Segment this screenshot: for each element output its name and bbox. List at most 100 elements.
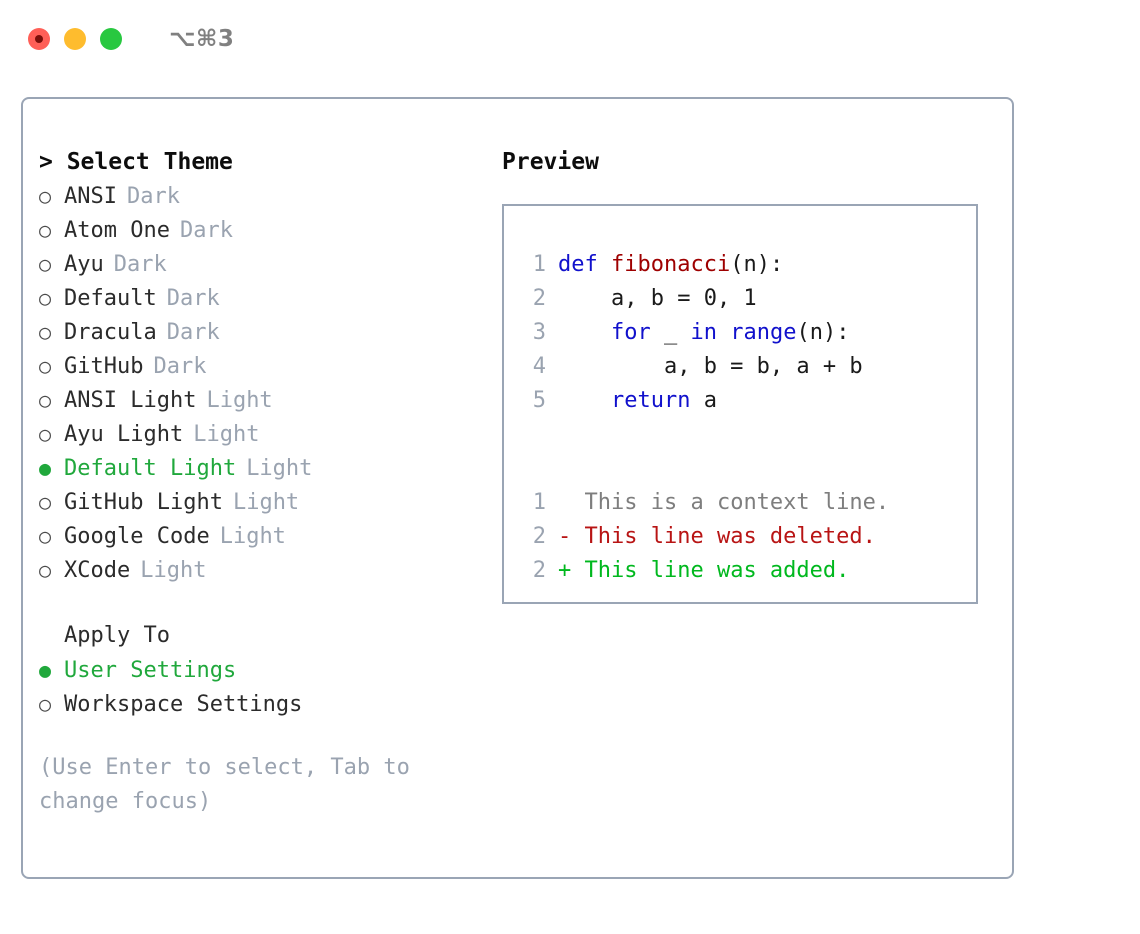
diff-text: This line was added. bbox=[584, 558, 850, 583]
theme-variant-tag: Dark bbox=[166, 320, 220, 345]
apply-to-label: Workspace Settings bbox=[64, 692, 303, 717]
theme-variant-tag: Light bbox=[140, 558, 207, 583]
radio-icon[interactable]: ○ bbox=[39, 320, 52, 344]
theme-list-item[interactable]: ○ XCode Light bbox=[39, 553, 489, 587]
apply-to-option-workspace-settings[interactable]: ○ Workspace Settings bbox=[39, 687, 489, 721]
code-text: a, b = b, a + b bbox=[558, 354, 863, 379]
theme-variant-tag: Dark bbox=[166, 286, 220, 311]
theme-list-item[interactable]: ○ ANSI Light Light bbox=[39, 383, 489, 417]
diff-marker: + bbox=[558, 558, 585, 583]
theme-name: Default Light bbox=[64, 456, 237, 481]
apply-to-option-user-settings[interactable]: ● User Settings bbox=[39, 653, 489, 687]
keyboard-hint-text: (Use Enter to select, Tab to change focu… bbox=[39, 755, 410, 814]
radio-icon[interactable]: ○ bbox=[39, 558, 52, 582]
radio-icon[interactable]: ○ bbox=[39, 524, 52, 548]
radio-icon[interactable]: ○ bbox=[39, 692, 52, 716]
code-text: return a bbox=[558, 384, 717, 418]
section-spacer bbox=[39, 587, 489, 619]
code-plain: (n): bbox=[730, 252, 784, 277]
code-keyword: for bbox=[610, 320, 651, 345]
theme-list-item-selected[interactable]: ● Default Light Light bbox=[39, 451, 489, 485]
minimize-window-icon[interactable] bbox=[64, 28, 86, 50]
radio-icon[interactable]: ○ bbox=[39, 218, 52, 242]
theme-selector-panel: > Select Theme ○ ANSI Dark ○ Atom One Da… bbox=[21, 97, 1014, 879]
code-line: 1 def fibonacci(n): bbox=[504, 248, 976, 282]
theme-name: Ayu bbox=[64, 252, 104, 277]
theme-list-item[interactable]: ○ Dracula Dark bbox=[39, 315, 489, 349]
theme-name: ANSI bbox=[64, 184, 117, 209]
theme-variant-tag: Dark bbox=[179, 218, 233, 243]
radio-icon-selected[interactable]: ● bbox=[39, 456, 52, 480]
theme-list-item[interactable]: ○ ANSI Dark bbox=[39, 179, 489, 213]
preview-box: 1 def fibonacci(n): 2 a, b = 0, 1 3 for … bbox=[502, 204, 978, 604]
theme-variant-tag: Light bbox=[246, 456, 313, 481]
radio-icon[interactable]: ○ bbox=[39, 286, 52, 310]
theme-variant-tag: Light bbox=[193, 422, 260, 447]
code-builtin: range bbox=[730, 320, 797, 345]
code-plain: (n): bbox=[796, 320, 850, 345]
theme-name: GitHub Light bbox=[64, 490, 223, 515]
theme-list-item[interactable]: ○ Default Dark bbox=[39, 281, 489, 315]
radio-icon-selected[interactable]: ● bbox=[39, 658, 52, 682]
radio-icon[interactable]: ○ bbox=[39, 354, 52, 378]
line-number: 5 bbox=[532, 388, 546, 413]
code-line: 5 return a bbox=[504, 384, 976, 418]
theme-name: Dracula bbox=[64, 320, 157, 345]
code-function-name: fibonacci bbox=[610, 252, 731, 277]
code-text: for _ in range(n): bbox=[558, 316, 849, 350]
code-blank-line bbox=[504, 452, 976, 486]
theme-variant-tag: Dark bbox=[113, 252, 167, 277]
code-keyword: return bbox=[610, 388, 691, 413]
select-theme-heading: > Select Theme bbox=[39, 149, 233, 175]
code-blank-line bbox=[504, 418, 976, 452]
code-keyword: def bbox=[558, 252, 611, 277]
theme-variant-tag: Light bbox=[206, 388, 273, 413]
traffic-lights bbox=[28, 28, 122, 50]
line-number: 2 bbox=[532, 286, 546, 311]
diff-line-deleted: 2 - This line was deleted. bbox=[504, 520, 976, 554]
radio-icon[interactable]: ○ bbox=[39, 184, 52, 208]
code-plain bbox=[558, 388, 611, 413]
keyboard-shortcut-label: ⌥⌘3 bbox=[169, 26, 235, 52]
code-plain bbox=[717, 320, 730, 345]
radio-icon[interactable]: ○ bbox=[39, 490, 52, 514]
diff-text: This is a context line. bbox=[584, 490, 890, 515]
theme-list-item[interactable]: ○ Atom One Dark bbox=[39, 213, 489, 247]
theme-list-column: > Select Theme ○ ANSI Dark ○ Atom One Da… bbox=[39, 145, 489, 819]
theme-name: Atom One bbox=[64, 218, 170, 243]
theme-name: Google Code bbox=[64, 524, 210, 549]
theme-variant-tag: Dark bbox=[126, 184, 180, 209]
line-number: 1 bbox=[532, 252, 546, 277]
theme-name: Default bbox=[64, 286, 157, 311]
code-line: 4 a, b = b, a + b bbox=[504, 350, 976, 384]
line-number: 4 bbox=[532, 354, 546, 379]
apply-to-heading: Apply To bbox=[64, 623, 170, 648]
diff-line-added: 2 + This line was added. bbox=[504, 554, 976, 588]
theme-list-item[interactable]: ○ Ayu Dark bbox=[39, 247, 489, 281]
radio-icon[interactable]: ○ bbox=[39, 252, 52, 276]
code-text: a, b = 0, 1 bbox=[558, 286, 757, 311]
code-text: def fibonacci(n): bbox=[558, 248, 783, 282]
preview-column: Preview 1 def fibonacci(n): 2 a, b = 0, … bbox=[502, 145, 998, 604]
theme-list-item[interactable]: ○ GitHub Light Light bbox=[39, 485, 489, 519]
maximize-window-icon[interactable] bbox=[100, 28, 122, 50]
theme-variant-tag: Light bbox=[219, 524, 286, 549]
theme-list-item[interactable]: ○ Google Code Light bbox=[39, 519, 489, 553]
diff-text: This line was deleted. bbox=[584, 524, 876, 549]
code-plain bbox=[558, 320, 611, 345]
code-line: 3 for _ in range(n): bbox=[504, 316, 976, 350]
theme-variant-tag: Light bbox=[232, 490, 300, 515]
theme-name: Ayu Light bbox=[64, 422, 184, 447]
theme-list-item[interactable]: ○ Ayu Light Light bbox=[39, 417, 489, 451]
theme-list-item[interactable]: ○ GitHub Dark bbox=[39, 349, 489, 383]
line-number: 2 bbox=[532, 524, 546, 549]
code-line: 2 a, b = 0, 1 bbox=[504, 282, 976, 316]
theme-variant-tag: Dark bbox=[153, 354, 207, 379]
radio-icon[interactable]: ○ bbox=[39, 422, 52, 446]
line-number: 1 bbox=[532, 490, 546, 515]
code-plain: _ bbox=[650, 320, 691, 345]
theme-name: GitHub bbox=[64, 354, 144, 379]
radio-icon[interactable]: ○ bbox=[39, 388, 52, 412]
close-window-icon[interactable] bbox=[28, 28, 50, 50]
